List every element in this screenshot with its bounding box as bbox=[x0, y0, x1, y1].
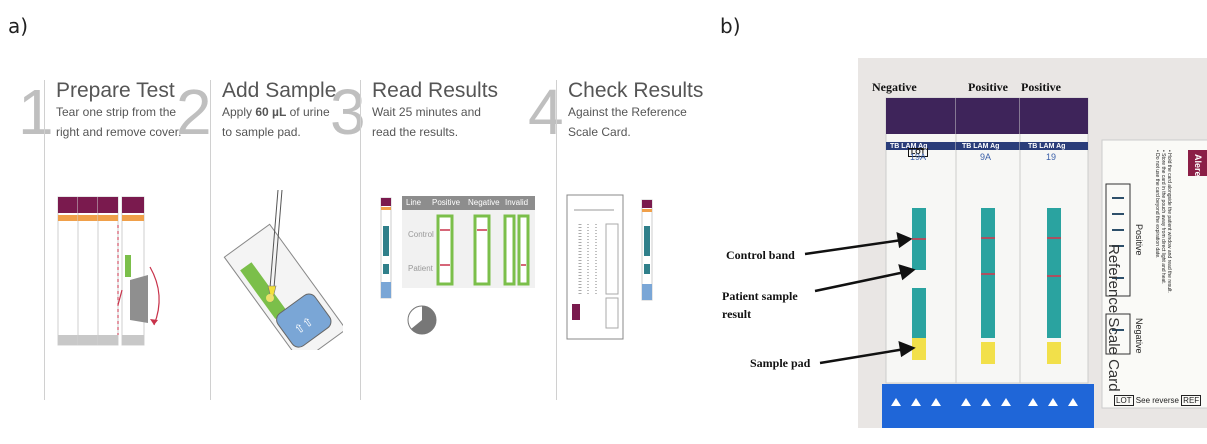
timer-icon bbox=[407, 305, 437, 335]
strips-illustration bbox=[57, 196, 160, 346]
step-2-desc: Apply 60 µL of urine to sample pad. bbox=[222, 102, 330, 142]
card-positive-label: Positive bbox=[1134, 224, 1144, 256]
card-brand: Alere bbox=[1193, 154, 1203, 177]
test-strips-photo: Negative Positive Positive bbox=[858, 58, 1207, 428]
step-3-desc: Wait 25 minutes and read the results. bbox=[372, 102, 481, 142]
step-1-divider bbox=[44, 80, 45, 400]
card-footer-lot: LOT bbox=[1114, 395, 1134, 406]
test-strip bbox=[952, 97, 1024, 428]
strip-header-negative: Negative bbox=[872, 80, 917, 94]
callout-line: Patient sample bbox=[722, 289, 798, 303]
step-2-desc-volume: 60 µL bbox=[255, 105, 287, 119]
step-3-desc-line1: Wait 25 minutes and bbox=[372, 105, 481, 119]
step-4-divider bbox=[556, 80, 557, 400]
step-1-number: 1 bbox=[18, 76, 54, 148]
step-1-desc-line1: Tear one strip from the bbox=[56, 105, 177, 119]
strip-header-positive: Positive bbox=[968, 80, 1008, 94]
step-4-desc-line1: Against the Reference bbox=[568, 105, 687, 119]
callout-sample-pad: Sample pad bbox=[750, 356, 811, 370]
strip-illustration bbox=[380, 197, 392, 299]
table-row-label: Patient bbox=[408, 264, 433, 273]
table-row-label: Control bbox=[408, 230, 434, 239]
step-4-desc: Against the Reference Scale Card. bbox=[568, 102, 687, 142]
card-footer-ref: REF bbox=[1181, 395, 1202, 406]
card-footer-text: See reverse bbox=[1135, 396, 1179, 405]
table-header: Positive bbox=[432, 198, 461, 207]
test-strip bbox=[97, 196, 119, 346]
step-3-divider bbox=[360, 80, 361, 400]
strip-header-positive: Positive bbox=[1021, 80, 1061, 94]
table-header: Line bbox=[406, 198, 422, 207]
card-instruction: • Store the card in the pouch away from … bbox=[1160, 150, 1166, 285]
add-sample-illustration: ⇧⇧ bbox=[223, 190, 343, 350]
step-4-title: Check Results bbox=[568, 79, 704, 102]
card-title-text: Reference Scale Card bbox=[1105, 244, 1122, 392]
card-instruction: • Hold the card alongside the patient wi… bbox=[1166, 150, 1172, 293]
step-2-number: 2 bbox=[176, 76, 212, 148]
strip-name: TB LAM Ag bbox=[962, 143, 1000, 150]
reference-card-illustration bbox=[566, 194, 624, 340]
strip-name: TB LAM Ag bbox=[1028, 143, 1066, 150]
card-instructions: • Hold the card alongside the patient wi… bbox=[1154, 150, 1172, 350]
strip-code: 19A bbox=[910, 152, 927, 162]
table-header: Invalid bbox=[505, 198, 529, 207]
strip-code: 19 bbox=[1046, 152, 1057, 162]
step-3-title: Read Results bbox=[372, 79, 499, 102]
callout-patient-result: Patient sample result bbox=[722, 287, 798, 323]
step-2-desc-line2: to sample pad. bbox=[222, 125, 301, 139]
strip-name: TB LAM Ag bbox=[890, 143, 928, 150]
callout-control-band: Control band bbox=[726, 248, 795, 262]
strip-illustration bbox=[641, 199, 653, 301]
step-3-desc-line2: read the results. bbox=[372, 125, 459, 139]
step-1-title: Prepare Test bbox=[56, 79, 175, 102]
panel-a-label: a) bbox=[8, 14, 29, 38]
card-title: Reference Scale Card bbox=[1105, 244, 1122, 444]
reference-card bbox=[1101, 139, 1207, 409]
strip-lot-label: LOT bbox=[908, 148, 928, 157]
step-2-desc-pre: Apply bbox=[222, 105, 256, 119]
table-header: Negative bbox=[468, 198, 500, 207]
panel-b-label: b) bbox=[720, 14, 741, 38]
step-2-desc-post: of urine bbox=[286, 105, 330, 119]
results-table: Line Positive Negative Invalid Control P… bbox=[402, 196, 535, 288]
test-strip bbox=[1016, 97, 1094, 428]
test-strip bbox=[57, 196, 79, 346]
step-1-desc-line2: right and remove cover. bbox=[56, 125, 182, 139]
curved-arrow-icon bbox=[149, 266, 160, 326]
test-strip bbox=[77, 196, 99, 346]
step-3-number: 3 bbox=[330, 76, 366, 148]
test-strip bbox=[882, 97, 960, 428]
strip-code: 9A bbox=[980, 152, 992, 162]
card-footer: LOT See reverse REF bbox=[1114, 395, 1202, 406]
step-2-divider bbox=[210, 80, 211, 400]
step-4-desc-line2: Scale Card. bbox=[568, 125, 631, 139]
card-instruction: • Do not use the card beyond the expirat… bbox=[1154, 150, 1160, 259]
step-4-number: 4 bbox=[528, 76, 564, 148]
step-2-title: Add Sample bbox=[222, 79, 337, 102]
card-negative-label: Negative bbox=[1134, 318, 1144, 354]
torn-strip bbox=[121, 196, 148, 346]
callout-line: result bbox=[722, 307, 752, 321]
step-1-desc: Tear one strip from the right and remove… bbox=[56, 102, 181, 142]
